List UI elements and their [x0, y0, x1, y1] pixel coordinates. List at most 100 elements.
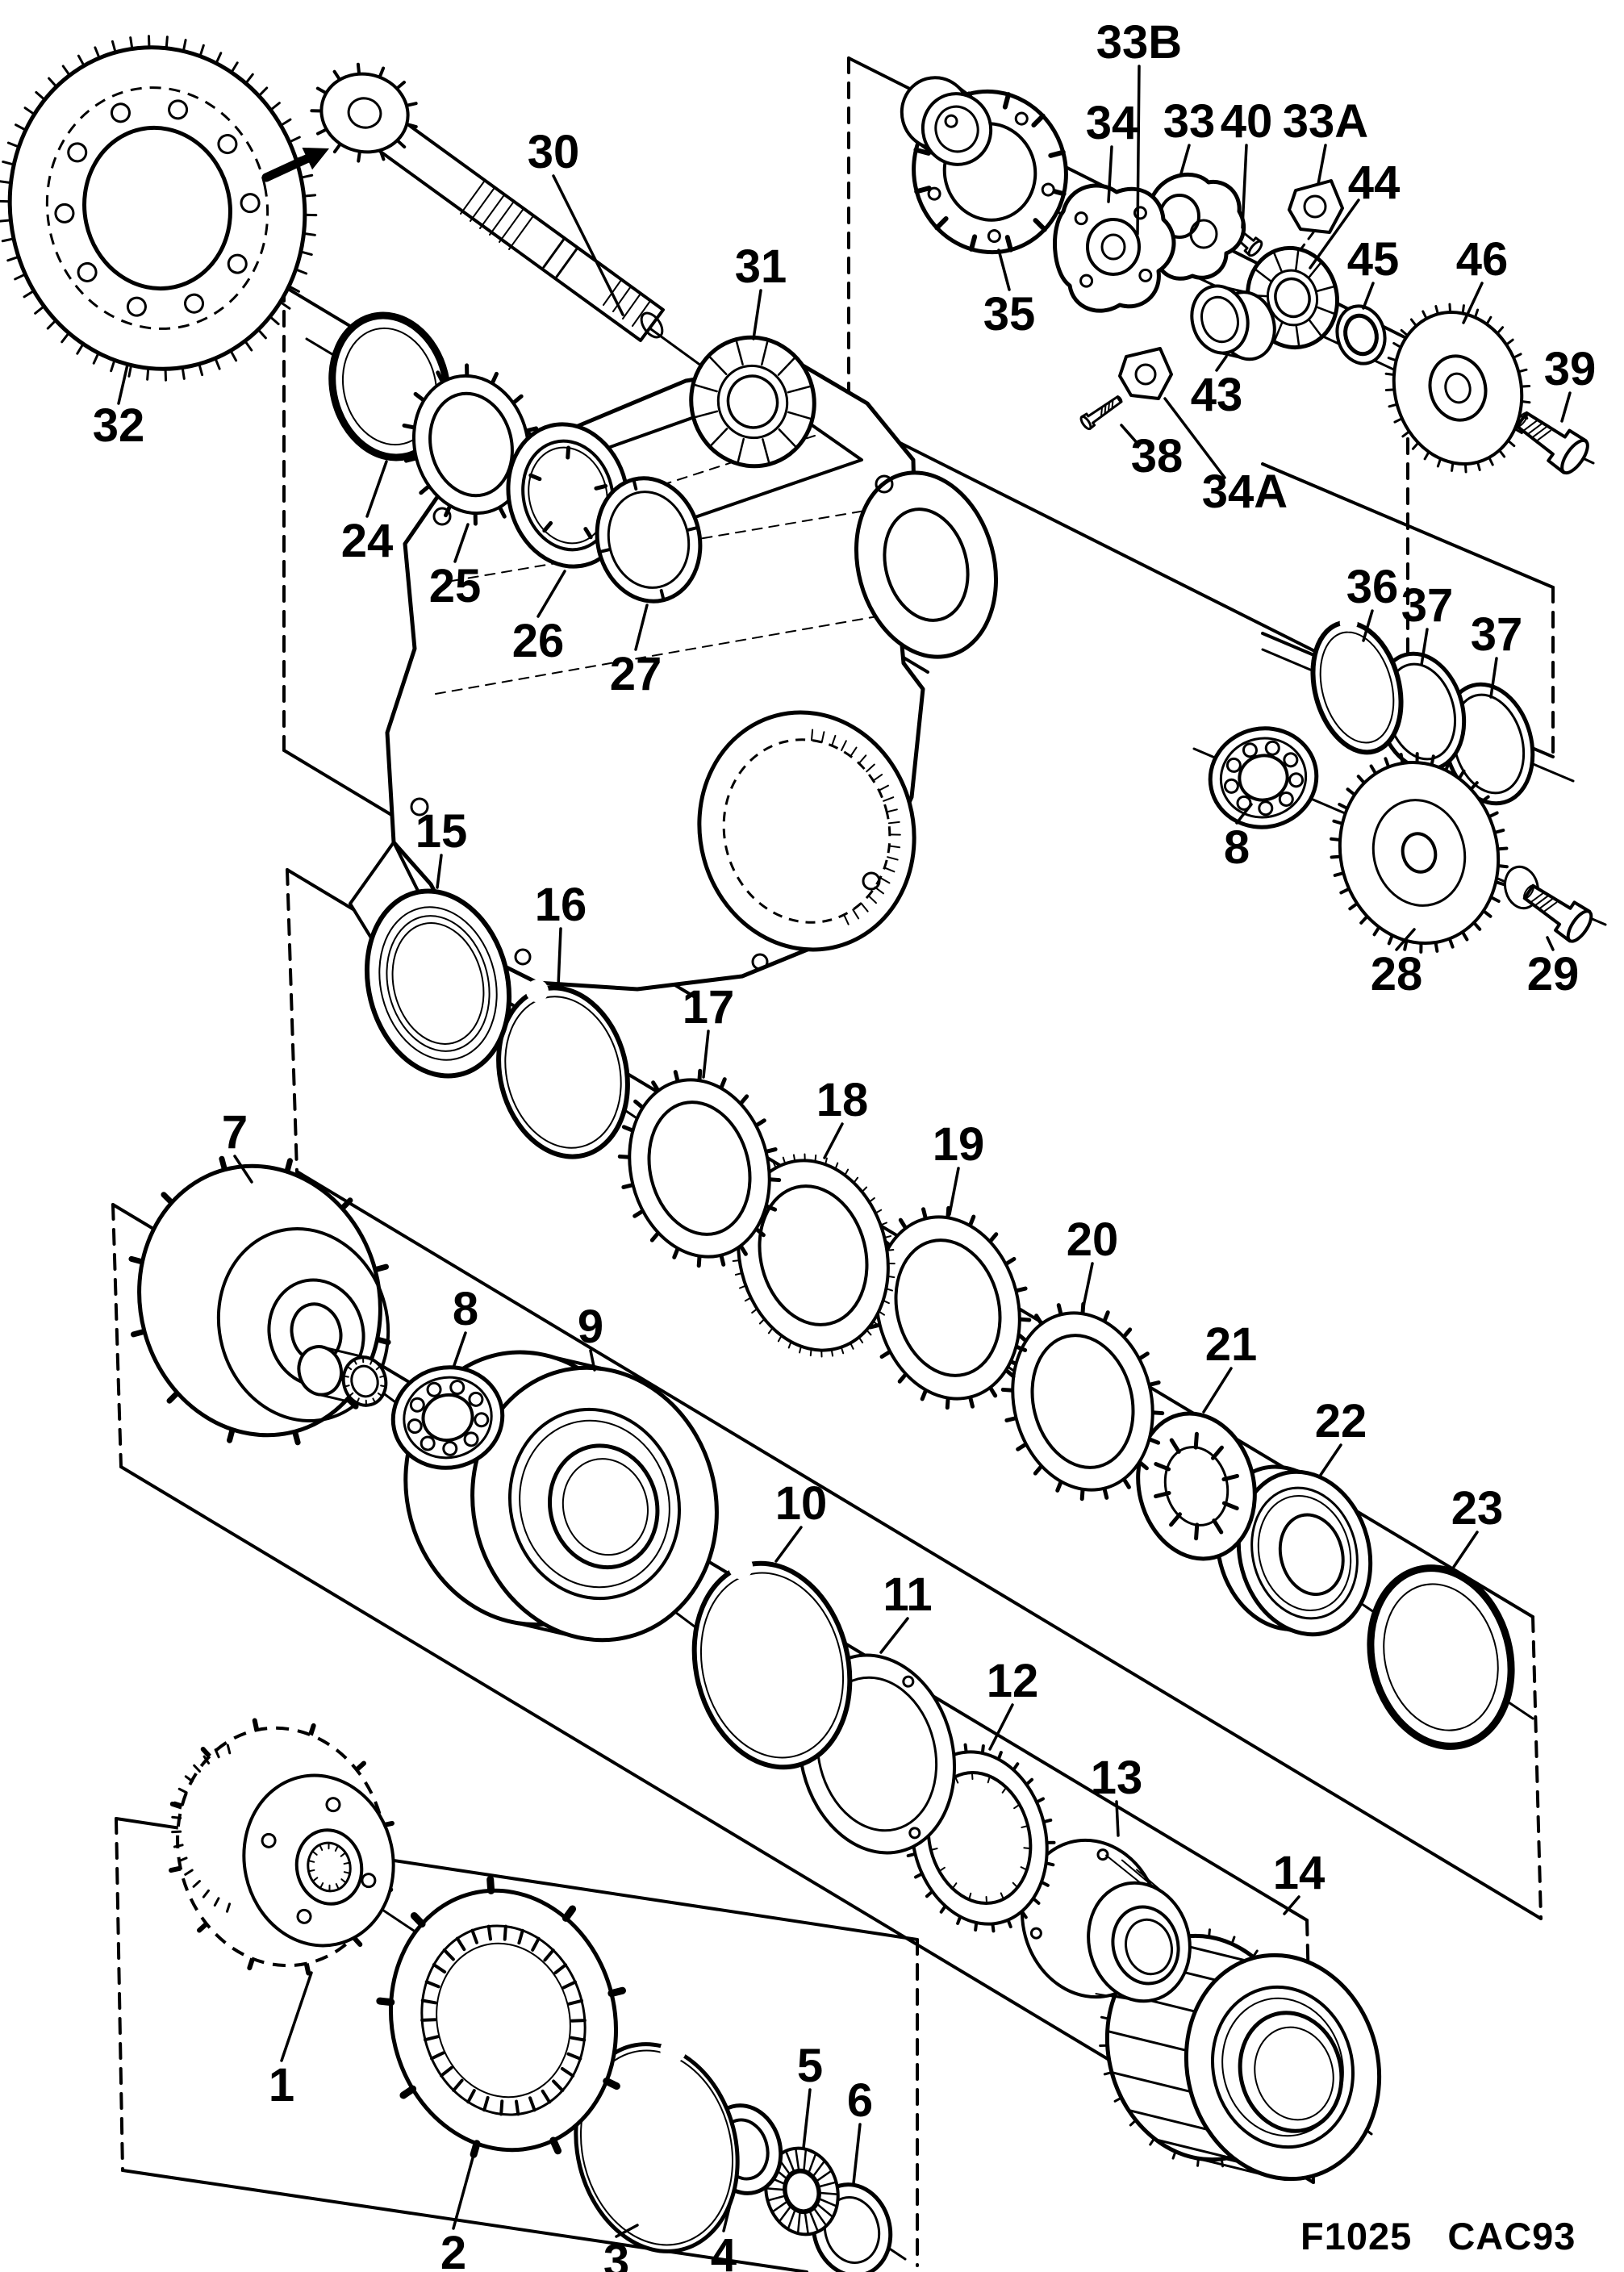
callout-30: 30 — [528, 126, 624, 316]
shape-e — [640, 311, 664, 339]
roller-43 — [1190, 284, 1276, 361]
figure-code: F1025 CAC93 — [1300, 2215, 1576, 2257]
callout-label: 1 — [269, 2059, 294, 2111]
callout-label: 37 — [1401, 579, 1454, 632]
callout-20: 20 — [1067, 1213, 1118, 1312]
screw-38 — [1079, 395, 1123, 431]
shape-e — [1401, 832, 1438, 874]
bearing-31 — [689, 335, 816, 469]
shape-h — [927, 111, 1055, 244]
callout-43: 43 — [1191, 355, 1243, 421]
callout-24: 24 — [341, 460, 393, 567]
callout-label: 26 — [512, 615, 565, 667]
shape-e — [1086, 218, 1141, 276]
shape-d — [297, 1345, 388, 1407]
callout-label: 30 — [528, 126, 580, 178]
callout-46: 46 — [1456, 233, 1509, 324]
callout-34A: 34A — [1163, 397, 1288, 518]
shape-e — [1125, 1918, 1173, 1976]
callout-label: 15 — [415, 805, 468, 858]
callout-26: 26 — [512, 570, 566, 667]
callout-4: 4 — [711, 2193, 737, 2272]
callout-23: 23 — [1451, 1482, 1504, 1568]
callout-39: 39 — [1544, 343, 1596, 423]
shape-e — [319, 72, 410, 154]
shape-r — [411, 374, 531, 516]
callout-label: 37 — [1471, 608, 1523, 661]
callout-label: 46 — [1456, 233, 1509, 286]
callout-label: 13 — [1091, 1752, 1143, 1804]
callout-label: 38 — [1131, 430, 1184, 482]
callout-40: 40 — [1221, 95, 1273, 229]
callout-label: 44 — [1348, 157, 1401, 209]
callout-label: 22 — [1315, 1395, 1367, 1447]
callout-32: 32 — [93, 363, 144, 452]
callout-11: 11 — [879, 1568, 933, 1654]
callout-label: 3 — [603, 2235, 629, 2272]
callout-5: 5 — [797, 2040, 823, 2149]
shape-r — [267, 1278, 365, 1388]
shape-e — [410, 797, 429, 816]
shape-t — [597, 478, 700, 602]
pump-segment-34A — [1118, 347, 1173, 400]
callout-label: 9 — [578, 1301, 603, 1353]
shape-e — [1444, 372, 1472, 404]
callout-14: 14 — [1273, 1847, 1326, 1915]
callout-label: 40 — [1221, 95, 1273, 148]
piston-22 — [1215, 1464, 1373, 1637]
shape-r — [628, 1078, 771, 1259]
callout-31: 31 — [735, 240, 787, 340]
callout-label: 23 — [1451, 1482, 1504, 1535]
callout-label: 14 — [1273, 1847, 1326, 1899]
shape-e — [875, 474, 894, 494]
callout-38: 38 — [1120, 424, 1184, 482]
callout-45: 45 — [1347, 233, 1399, 310]
callout-16: 16 — [535, 879, 587, 988]
callout-label: 19 — [933, 1118, 985, 1171]
shape-t — [420, 1924, 587, 2116]
shape-e — [82, 125, 232, 291]
shape-e — [1134, 363, 1157, 386]
shape-h — [1074, 206, 1153, 288]
shape-t — [343, 1356, 386, 1406]
callout-label: 34A — [1202, 466, 1288, 518]
shape-e — [432, 507, 452, 526]
shape-t — [307, 1842, 351, 1892]
callout-34: 34 — [1086, 97, 1138, 203]
callout-label: 12 — [987, 1655, 1039, 1707]
callout-9: 9 — [578, 1301, 603, 1372]
callout-28: 28 — [1371, 928, 1422, 1000]
callout-19: 19 — [933, 1118, 985, 1216]
shape-e — [1428, 354, 1488, 422]
callout-label: 36 — [1346, 561, 1399, 613]
shape-r — [1335, 304, 1387, 365]
callout-label: 29 — [1527, 948, 1580, 1000]
callout-33A: 33A — [1283, 95, 1368, 186]
clutch-drum-9 — [403, 1350, 719, 1643]
shape-e — [1254, 2026, 1334, 2121]
callout-label: 7 — [222, 1106, 248, 1159]
shape-e — [722, 738, 891, 924]
callout-22: 22 — [1315, 1395, 1367, 1476]
callout-label: 4 — [711, 2229, 737, 2272]
shape-e — [1189, 219, 1218, 249]
shape-e — [514, 948, 532, 966]
shape-t — [528, 445, 608, 540]
callout-label: 34 — [1086, 97, 1138, 149]
callout-18: 18 — [816, 1074, 868, 1159]
shape-e — [45, 86, 269, 330]
callout-27: 27 — [610, 604, 662, 700]
callout-label: 16 — [535, 879, 587, 931]
callout-label: 43 — [1191, 369, 1243, 421]
callout-15: 15 — [415, 805, 468, 889]
shape-d — [900, 76, 993, 166]
callout-label: 8 — [1224, 821, 1250, 874]
o-ring-23 — [1367, 1564, 1515, 1750]
shape-t — [810, 729, 901, 925]
bolt-29 — [1522, 883, 1593, 943]
shape-e — [1100, 233, 1126, 261]
callout-label: 10 — [775, 1477, 828, 1530]
snap-ring-36 — [1310, 613, 1404, 755]
pump-segment-33A — [1288, 179, 1344, 234]
